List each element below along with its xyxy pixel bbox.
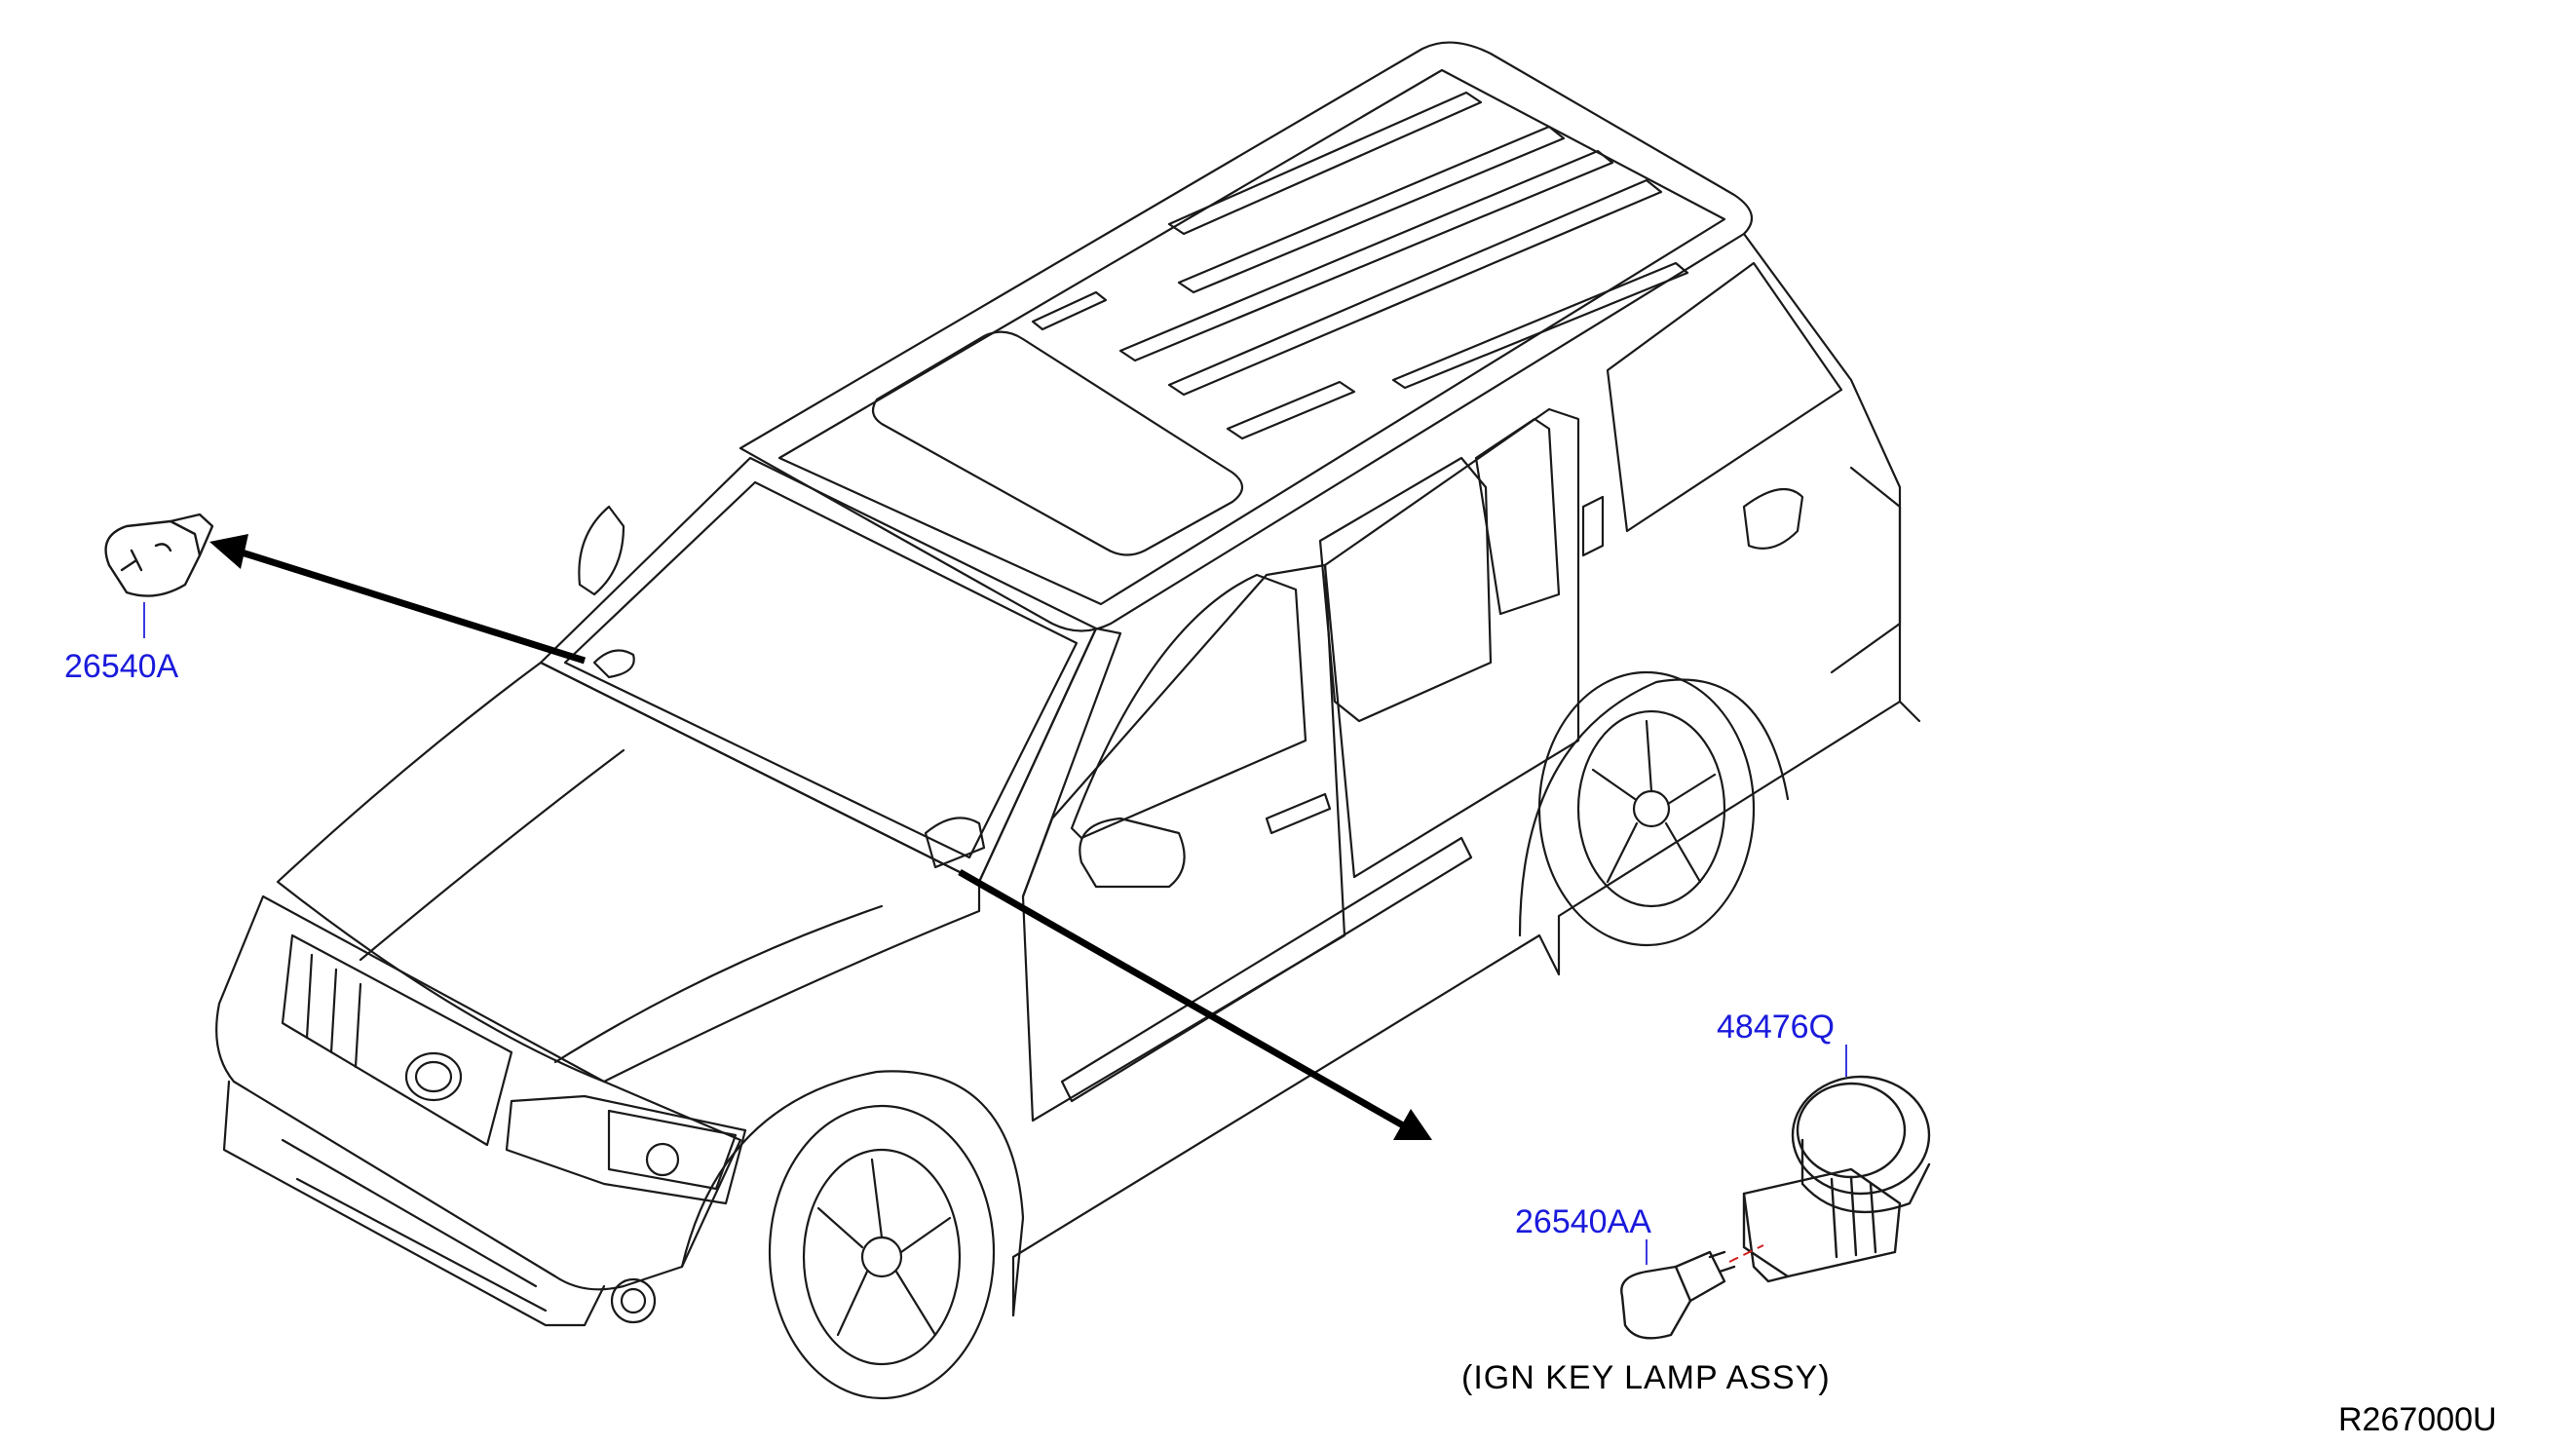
arrow-to-ign-lamp	[958, 868, 1405, 1129]
bulb-socket-alignment-line	[1728, 1244, 1764, 1263]
roof-ridge-6	[1031, 290, 1108, 331]
callout-26540AA: 26540AA	[1515, 1203, 1651, 1240]
arrow-to-26540A	[237, 548, 587, 665]
roof-inner-edge	[777, 68, 1726, 606]
callout-26540A: 26540A	[64, 648, 179, 685]
fuel-door	[1742, 487, 1804, 550]
fog-lamp-inner	[620, 1287, 647, 1314]
bulb-26540A-base	[169, 513, 214, 557]
rear-door	[1323, 407, 1580, 879]
lamp-housing	[1742, 1167, 1902, 1278]
roof-ridge-7	[1391, 261, 1689, 390]
front-door-handle	[1265, 792, 1332, 835]
bulb-26540AA-illustration	[1620, 1250, 1736, 1340]
bumper-lower	[281, 1138, 538, 1288]
bulb-26540A-filament	[120, 543, 172, 572]
bumper	[222, 1080, 606, 1327]
grille-bar-3	[354, 982, 362, 1069]
bulb-26540A-body	[104, 519, 202, 597]
assembly-caption: (IGN KEY LAMP ASSY)	[1461, 1359, 1831, 1396]
map-lamp	[592, 649, 635, 679]
hood-crease-2	[553, 904, 884, 1064]
front-rim	[802, 1148, 962, 1366]
sunroof	[871, 330, 1244, 556]
roof-ridge-1	[1167, 91, 1483, 236]
rear-tire	[1537, 670, 1756, 947]
lamp-housing-fins	[1830, 1175, 1877, 1259]
rear-rim	[1576, 709, 1726, 908]
bulb-26540AA-base	[1674, 1250, 1726, 1303]
arrowhead-26540A	[209, 534, 248, 569]
bumper-lower-2	[295, 1177, 548, 1313]
callout-48476Q: 48476Q	[1717, 1008, 1835, 1046]
front-spokes	[816, 1158, 952, 1337]
bulb-26540AA-body	[1620, 1265, 1692, 1340]
grille-bar-1	[305, 953, 314, 1040]
windshield-inner	[563, 480, 1079, 859]
front-tire	[768, 1104, 996, 1400]
front-door	[1021, 563, 1346, 1123]
a-pillar	[977, 627, 1122, 898]
lamp-connector	[1742, 1192, 1790, 1283]
left-mirror	[578, 505, 625, 596]
windshield	[539, 456, 1098, 884]
pointer-arrows	[209, 534, 1432, 1140]
hood-crease	[359, 748, 625, 962]
headlight	[505, 1094, 747, 1205]
roof-ridge-5	[1226, 380, 1356, 440]
bulb-26540AA-pins	[1708, 1250, 1736, 1274]
roof-ridge-2	[1177, 125, 1566, 294]
front-wheel-arch	[680, 1070, 1025, 1317]
fog-lamp	[610, 1277, 657, 1324]
headlight-inner	[607, 1109, 738, 1191]
front-hub	[860, 1236, 903, 1278]
front-fascia	[215, 894, 742, 1291]
grille-bar-2	[329, 968, 338, 1054]
bulb-26540A-illustration	[104, 513, 214, 597]
rear-wheel-arch	[1518, 678, 1790, 937]
nissan-emblem-inner	[414, 1060, 453, 1093]
hood	[276, 661, 981, 1084]
side-mirror	[1079, 817, 1186, 889]
rear-door-handle	[1581, 495, 1605, 557]
rear-side-window	[1606, 261, 1843, 533]
front-door-window	[1070, 573, 1307, 840]
grille	[281, 933, 513, 1147]
rear-pillar	[1742, 232, 1902, 704]
side-sill	[1060, 836, 1473, 1103]
ignition-area	[924, 817, 986, 869]
rear-hub	[1632, 789, 1671, 828]
arrowhead-ign-lamp	[1393, 1109, 1432, 1140]
nissan-emblem	[404, 1051, 463, 1102]
roof-outline	[739, 41, 1754, 632]
lamp-ring-body	[1800, 1138, 1931, 1214]
diagram-reference-code: R267000U	[2338, 1401, 2497, 1438]
rear-bumper	[1830, 466, 1902, 674]
headlight-lens	[645, 1142, 680, 1177]
lamp-assy-48476Q-illustration	[1742, 1075, 1931, 1283]
vehicle-illustration	[215, 41, 1921, 1400]
rear-door-window	[1318, 456, 1493, 723]
roof-ridge-4	[1167, 178, 1663, 397]
lamp-ring-outer	[1791, 1075, 1931, 1196]
lamp-ring-inner	[1796, 1082, 1907, 1179]
rear-spokes	[1591, 719, 1717, 884]
roof-ridge-3	[1118, 149, 1614, 362]
